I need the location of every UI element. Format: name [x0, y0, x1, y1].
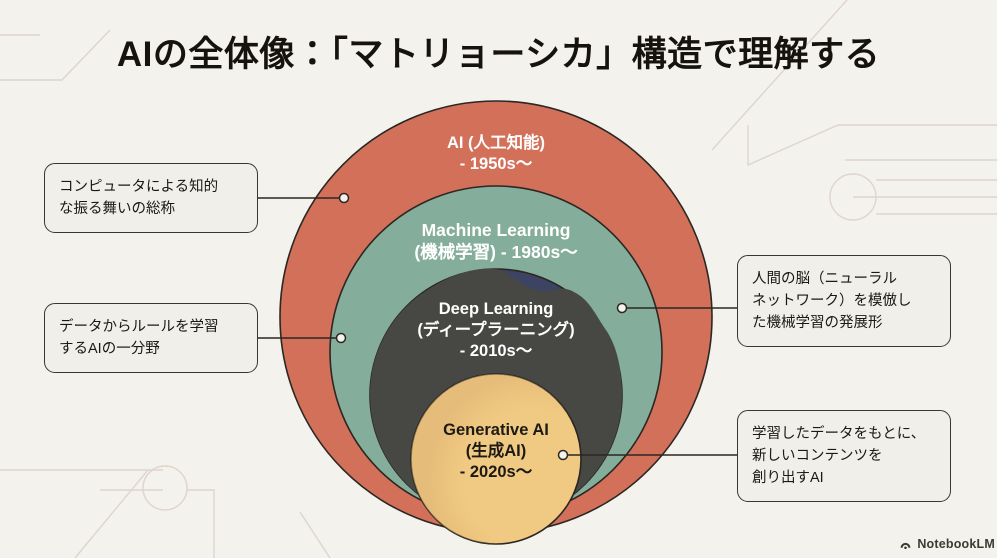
callout-gai-line-3: 創り出すAI: [752, 470, 824, 487]
page-title: AIの全体像：「マトリョーシカ」構造で理解する: [116, 35, 881, 74]
ring-gai-shading: [411, 374, 581, 544]
callout-gai-line-2: 新しいコンテンツを: [752, 448, 883, 465]
callout-ml-line-2: するAIの一分野: [59, 341, 160, 358]
callout-ai-line-2: な振る舞いの総称: [59, 201, 175, 218]
callout-dl-line-3: た機械学習の発展形: [752, 315, 883, 332]
watermark-label: NotebookLM: [917, 537, 995, 551]
callout-ml-line-1: データからルールを学習: [59, 319, 219, 335]
callout-dl-line-2: ネットワーク）を模倣し: [752, 293, 912, 310]
callout-ai-line-1: コンピュータによる知的: [59, 179, 219, 195]
callout-dl-line-1: 人間の脳（ニューラル: [752, 271, 897, 287]
callout-ai: コンピュータによる知的 な振る舞いの総称: [44, 163, 258, 234]
notebooklm-icon: [900, 542, 911, 549]
callout-dl: 人間の脳（ニューラル ネットワーク）を模倣し た機械学習の発展形: [737, 255, 951, 348]
callout-gai-line-1: 学習したデータをもとに、: [752, 426, 926, 442]
callout-gai: 学習したデータをもとに、 新しいコンテンツを 創り出すAI: [737, 410, 951, 503]
watermark: NotebookLM: [899, 537, 995, 551]
callout-ml: データからルールを学習 するAIの一分野: [44, 303, 258, 374]
